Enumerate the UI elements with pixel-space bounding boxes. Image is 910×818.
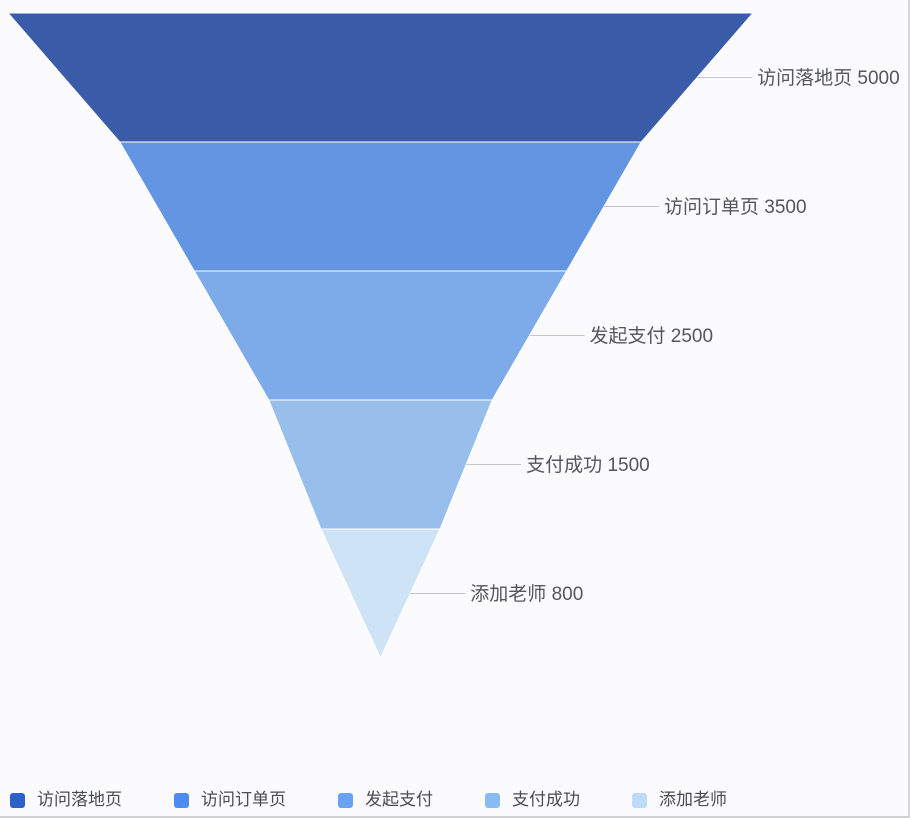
funnel-segment-1[interactable] <box>6 12 755 143</box>
legend-item-4[interactable]: 支付成功 <box>485 789 580 811</box>
legend-item-label: 发起支付 <box>365 790 433 809</box>
legend-marker <box>632 792 647 808</box>
funnel-segment-3[interactable] <box>193 270 568 401</box>
funnel-segment-2[interactable] <box>118 141 643 272</box>
legend-item-label: 访问订单页 <box>201 790 286 809</box>
funnel-label: 支付成功 1500 <box>526 454 650 476</box>
legend-marker <box>174 792 189 808</box>
funnel-label: 访问订单页 3500 <box>664 196 807 218</box>
legend: 访问落地页 访问订单页 发起支付 支付成功 添加老师 <box>10 788 727 812</box>
funnel-chart: 访问落地页 5000 访问订单页 3500 发起支付 2500 支付成功 1500 添加… <box>6 12 900 660</box>
legend-item-label: 支付成功 <box>512 790 580 809</box>
funnel-label: 访问落地页 5000 <box>757 67 900 89</box>
legend-item-2[interactable]: 访问订单页 <box>174 789 286 811</box>
funnel-segment-4[interactable] <box>268 399 493 530</box>
legend-item-label: 添加老师 <box>659 790 727 809</box>
funnel-label: 发起支付 2500 <box>590 325 714 347</box>
legend-marker <box>10 792 25 808</box>
funnel-label: 添加老师 800 <box>470 583 583 605</box>
legend-item-1[interactable]: 访问落地页 <box>10 789 122 811</box>
legend-item-5[interactable]: 添加老师 <box>632 789 727 811</box>
legend-item-label: 访问落地页 <box>37 790 122 809</box>
legend-item-3[interactable]: 发起支付 <box>338 789 433 811</box>
legend-marker <box>485 792 500 808</box>
legend-marker <box>338 792 353 808</box>
